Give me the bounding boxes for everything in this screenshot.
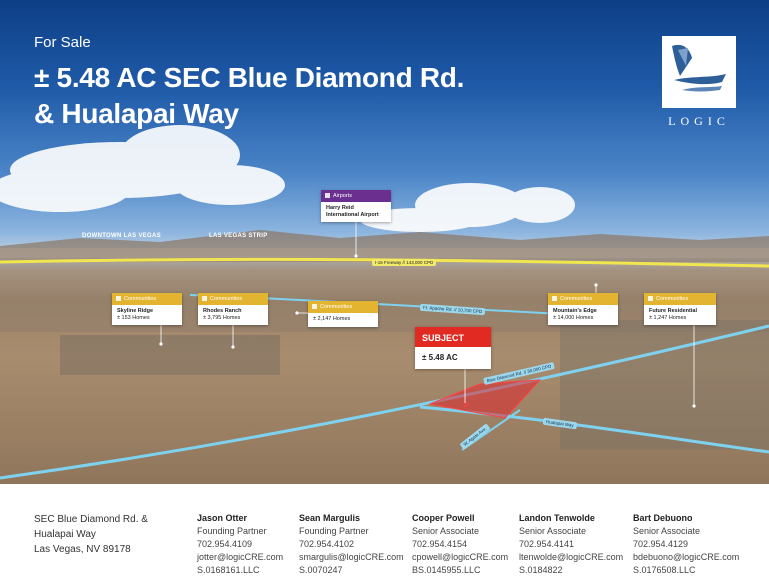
airport-category: Airports [321,190,391,202]
contact-title: Senior Associate [633,526,701,536]
contact-card: Cooper Powell Senior Associate 702.954.4… [412,512,508,577]
property-address: SEC Blue Diamond Rd. & Hualapai Way Las … [34,512,148,557]
contact-name: Bart Debuono [633,513,693,523]
community-callout: Communities Mountain's Edge ± 14,000 Hom… [548,293,618,325]
listing-status: For Sale [34,34,91,51]
subject-label: SUBJECT [415,327,491,347]
contact-license: S.0168161.LLC [197,565,260,575]
community-name: Mountain's Edge [553,308,597,314]
logo-mark-icon [672,44,726,92]
contact-name: Sean Margulis [299,513,361,523]
contact-email[interactable]: cpowell@logicCRE.com [412,552,509,562]
contact-name: Landon Tenwolde [519,513,595,523]
subject-acreage: ± 5.48 AC [422,353,458,362]
contact-name: Cooper Powell [412,513,475,523]
contact-phone[interactable]: 702.954.4154 [412,539,468,549]
page-title: ± 5.48 AC SEC Blue Diamond Rd. & Hualapa… [34,60,464,132]
community-homes: ± 153 Homes [117,315,150,321]
contact-email[interactable]: bdebuono@logicCRE.com [633,552,740,562]
contact-title: Senior Associate [519,526,587,536]
community-homes: ± 2,147 Homes [313,316,351,322]
contact-email[interactable]: smargulis@logicCRE.com [299,552,404,562]
community-category: Communities [644,293,716,305]
community-homes: ± 1,247 Homes [649,315,687,321]
contact-card: Landon Tenwolde Senior Associate 702.954… [519,512,623,577]
contact-card: Sean Margulis Founding Partner 702.954.4… [299,512,404,577]
contact-license: S.0184822 [519,565,563,575]
logo-wordmark: LOGIC [668,114,730,128]
contact-license: S.0070247 [299,565,343,575]
contact-email[interactable]: jotter@logicCRE.com [197,552,284,562]
contact-phone[interactable]: 702.954.4102 [299,539,355,549]
airport-name-1: Harry Reid [326,205,354,211]
community-category: Communities [198,293,268,305]
community-name: Rhodes Ranch [203,308,242,314]
title-line-1: ± 5.48 AC SEC Blue Diamond Rd. [34,62,465,93]
contact-phone[interactable]: 702.954.4109 [197,539,253,549]
community-name: Future Residential [649,308,697,314]
community-callout: Communities Future Residential ± 1,247 H… [644,293,716,325]
subject-callout: SUBJECT ± 5.48 AC [415,327,491,369]
label-downtown: DOWNTOWN LAS VEGAS [82,233,161,239]
road-label-freeway: I-15 Freeway // 143,000 CPD [372,259,437,266]
address-line: Hualapai Way [34,529,96,540]
contact-license: BS.0145955.LLC [412,565,481,575]
community-callout: Communities Skyline Ridge ± 153 Homes [112,293,182,325]
airport-callout: Airports Harry Reid International Airpor… [321,190,391,222]
community-homes: ± 14,000 Homes [553,315,594,321]
contact-title: Senior Associate [412,526,480,536]
contact-license: S.0176508.LLC [633,565,696,575]
community-name: Skyline Ridge [117,308,154,314]
contact-title: Founding Partner [197,526,267,536]
community-category: Communities [548,293,618,305]
aerial-map: For Sale ± 5.48 AC SEC Blue Diamond Rd. … [0,0,769,484]
contact-name: Jason Otter [197,513,248,523]
address-line: SEC Blue Diamond Rd. & [34,514,148,525]
community-homes: ± 3,795 Homes [203,315,241,321]
community-category: Communities [112,293,182,305]
address-line: Las Vegas, NV 89178 [34,544,131,555]
community-callout: Communities ± 2,147 Homes [308,301,378,327]
contact-card: Bart Debuono Senior Associate 702.954.41… [633,512,739,577]
logic-logo [662,36,736,108]
contact-phone[interactable]: 702.954.4129 [633,539,689,549]
contact-card: Jason Otter Founding Partner 702.954.410… [197,512,283,577]
community-category: Communities [308,301,378,313]
airport-name-2: International Airport [326,212,379,218]
footer: SEC Blue Diamond Rd. & Hualapai Way Las … [0,484,769,588]
label-strip: LAS VEGAS STRIP [209,233,268,239]
contact-title: Founding Partner [299,526,369,536]
community-callout: Communities Rhodes Ranch ± 3,795 Homes [198,293,268,325]
contact-email[interactable]: ltenwolde@logicCRE.com [519,552,624,562]
title-line-2: & Hualapai Way [34,98,239,129]
contact-phone[interactable]: 702.954.4141 [519,539,575,549]
